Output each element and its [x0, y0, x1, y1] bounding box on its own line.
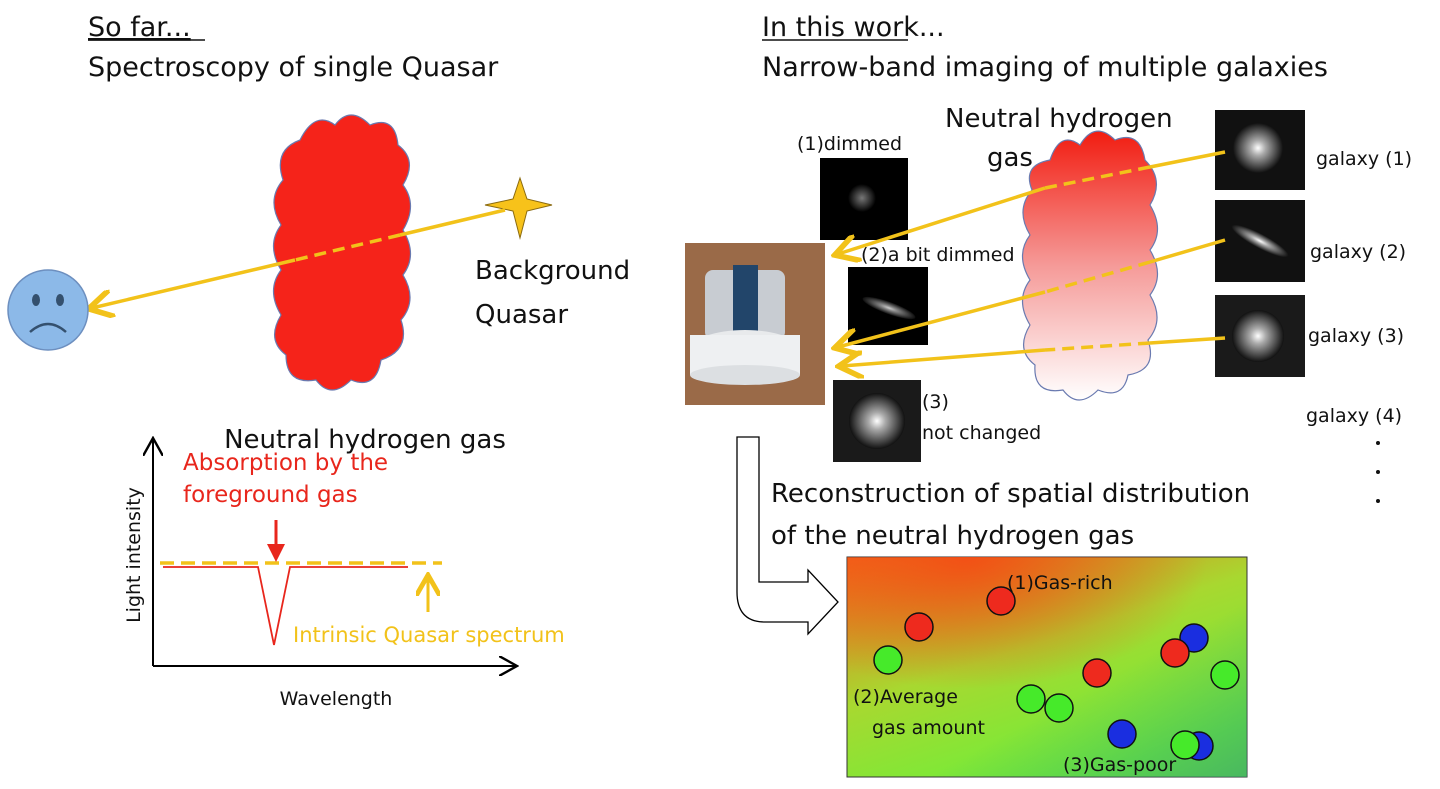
quasar-label-2: Quasar: [475, 300, 568, 330]
right-heading: In this work...: [762, 12, 945, 43]
intrinsic-label: Intrinsic Quasar spectrum: [293, 623, 565, 647]
absorption-label-1: Absorption by the: [183, 450, 388, 476]
hollow-arrow-icon: [736, 436, 839, 636]
spectrum-plot: Light intensity Wavelength Absorption by…: [123, 440, 565, 710]
right-subtitle: Narrow-band imaging of multiple galaxies: [762, 52, 1328, 83]
map-point-average: [1210, 660, 1240, 690]
map-label-average-2: gas amount: [872, 717, 985, 739]
quasar-star-icon: [484, 176, 553, 240]
telescope-photo: [685, 243, 825, 405]
map-point-average: [1170, 730, 1200, 760]
xlabel: Wavelength: [280, 688, 393, 710]
observed-3-label: (3): [922, 391, 949, 413]
map-label-gas-poor: (3)Gas-poor: [1063, 754, 1176, 776]
quasar-label-1: Background: [475, 256, 630, 286]
reconstruction-title-2: of the neutral hydrogen gas: [771, 521, 1134, 551]
map-label-average: (2)Average: [853, 686, 958, 708]
map-point-gas-rich: [986, 586, 1016, 616]
gas-label-left: Neutral hydrogen gas: [224, 425, 506, 455]
light-paths: [838, 150, 1226, 366]
map-label-gas-rich: (1)Gas-rich: [1007, 572, 1113, 594]
sad-face-icon: [7, 269, 89, 351]
galaxy-3-label: galaxy (3): [1308, 325, 1404, 347]
map-point-average: [1016, 684, 1046, 714]
observed-images: [820, 158, 928, 462]
left-heading: So far...: [88, 12, 191, 43]
ylabel: Light intensity: [123, 487, 145, 623]
map-point-gas-rich: [1082, 658, 1112, 688]
gradient-gas-cloud: [1021, 130, 1159, 401]
reconstruction-title-1: Reconstruction of spatial distribution: [771, 479, 1250, 509]
gas-label-right-1: Neutral hydrogen: [945, 104, 1173, 134]
red-gas-cloud: [272, 114, 412, 391]
map-point-gas-rich: [904, 612, 934, 642]
left-subtitle: Spectroscopy of single Quasar: [88, 52, 499, 83]
observed-spectrum: [163, 566, 408, 646]
galaxy-4-label: galaxy (4): [1306, 405, 1402, 427]
map-point-average: [873, 645, 903, 675]
map-point-gas-poor: [1107, 719, 1137, 749]
map-point-gas-rich: [1160, 638, 1190, 668]
galaxy-1-label: galaxy (1): [1316, 148, 1412, 170]
map-point-average: [1044, 693, 1074, 723]
observed-2-label: (2)a bit dimmed: [861, 244, 1015, 266]
ellipsis-dots: [1376, 441, 1380, 503]
gas-label-right-2: gas: [987, 143, 1033, 173]
galaxy-2-label: galaxy (2): [1310, 241, 1406, 263]
galaxy-images: [1215, 110, 1305, 377]
observed-3-sublabel: not changed: [922, 422, 1041, 444]
observed-1-label: (1)dimmed: [797, 133, 902, 155]
absorption-label-2: foreground gas: [183, 482, 358, 508]
gas-map: (1)Gas-rich (2)Average gas amount (3)Gas…: [846, 556, 1248, 778]
